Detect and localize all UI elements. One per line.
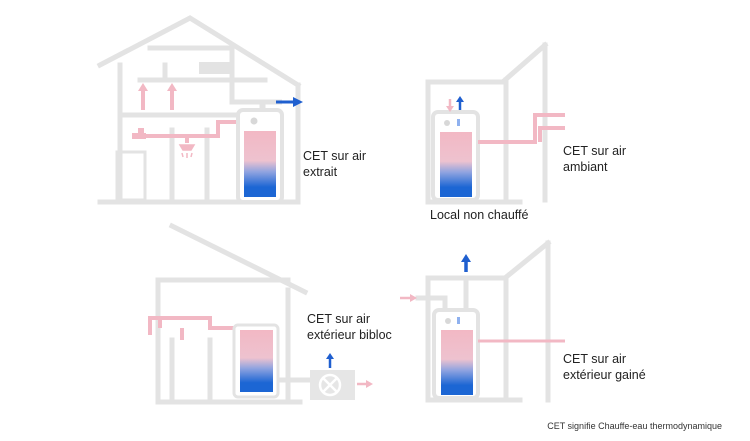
faucet-icon <box>132 128 146 139</box>
pink-pipe-bibloc <box>148 316 240 340</box>
water-heater-extrait <box>236 108 284 204</box>
label-ambiant: CET sur air ambiant <box>563 143 626 175</box>
caption-local-non-chauffe: Local non chauffé <box>430 208 529 222</box>
pink-pipe-ambiant <box>478 113 565 144</box>
room-walls <box>425 79 523 205</box>
label-extrait: CET sur air extrait <box>303 148 366 180</box>
shower-icon <box>178 144 196 158</box>
furniture <box>115 150 147 202</box>
exhaust-duct <box>260 99 282 110</box>
fan-icon <box>318 373 342 397</box>
diagram-gaine <box>415 239 552 403</box>
label-line: extrait <box>303 165 338 179</box>
label-line: CET sur air <box>303 149 366 163</box>
water-heater-gaine <box>432 308 480 400</box>
water-heater-bibloc <box>232 323 280 399</box>
arrow-up-icon <box>167 83 177 91</box>
outdoor-unit <box>310 370 355 400</box>
footnote: CET signifie Chauffe-eau thermodynamique <box>547 421 722 431</box>
interior-wall <box>169 337 213 403</box>
house-roof <box>501 41 549 84</box>
label-line: extérieur bibloc <box>307 328 392 342</box>
interior-wall <box>169 127 210 203</box>
label-line: CET sur air <box>563 352 626 366</box>
duct-network <box>137 45 268 118</box>
ventilation-unit <box>199 62 231 74</box>
label-gaine: CET sur air extérieur gainé <box>563 351 646 383</box>
diagram-bibloc <box>155 222 309 405</box>
label-line: CET sur air <box>563 144 626 158</box>
label-line: CET sur air <box>307 312 370 326</box>
house-roof <box>96 15 302 89</box>
pink-pipes-extrait <box>140 88 245 143</box>
diagram-ambiant <box>425 41 549 205</box>
label-line: ambiant <box>563 160 608 174</box>
label-bibloc: CET sur air extérieur bibloc <box>307 311 392 343</box>
arrow-up-icon <box>138 83 148 91</box>
air-duct <box>415 277 469 313</box>
house-roof <box>501 239 552 282</box>
label-line: extérieur gainé <box>563 368 646 382</box>
water-heater-ambiant <box>431 110 480 202</box>
